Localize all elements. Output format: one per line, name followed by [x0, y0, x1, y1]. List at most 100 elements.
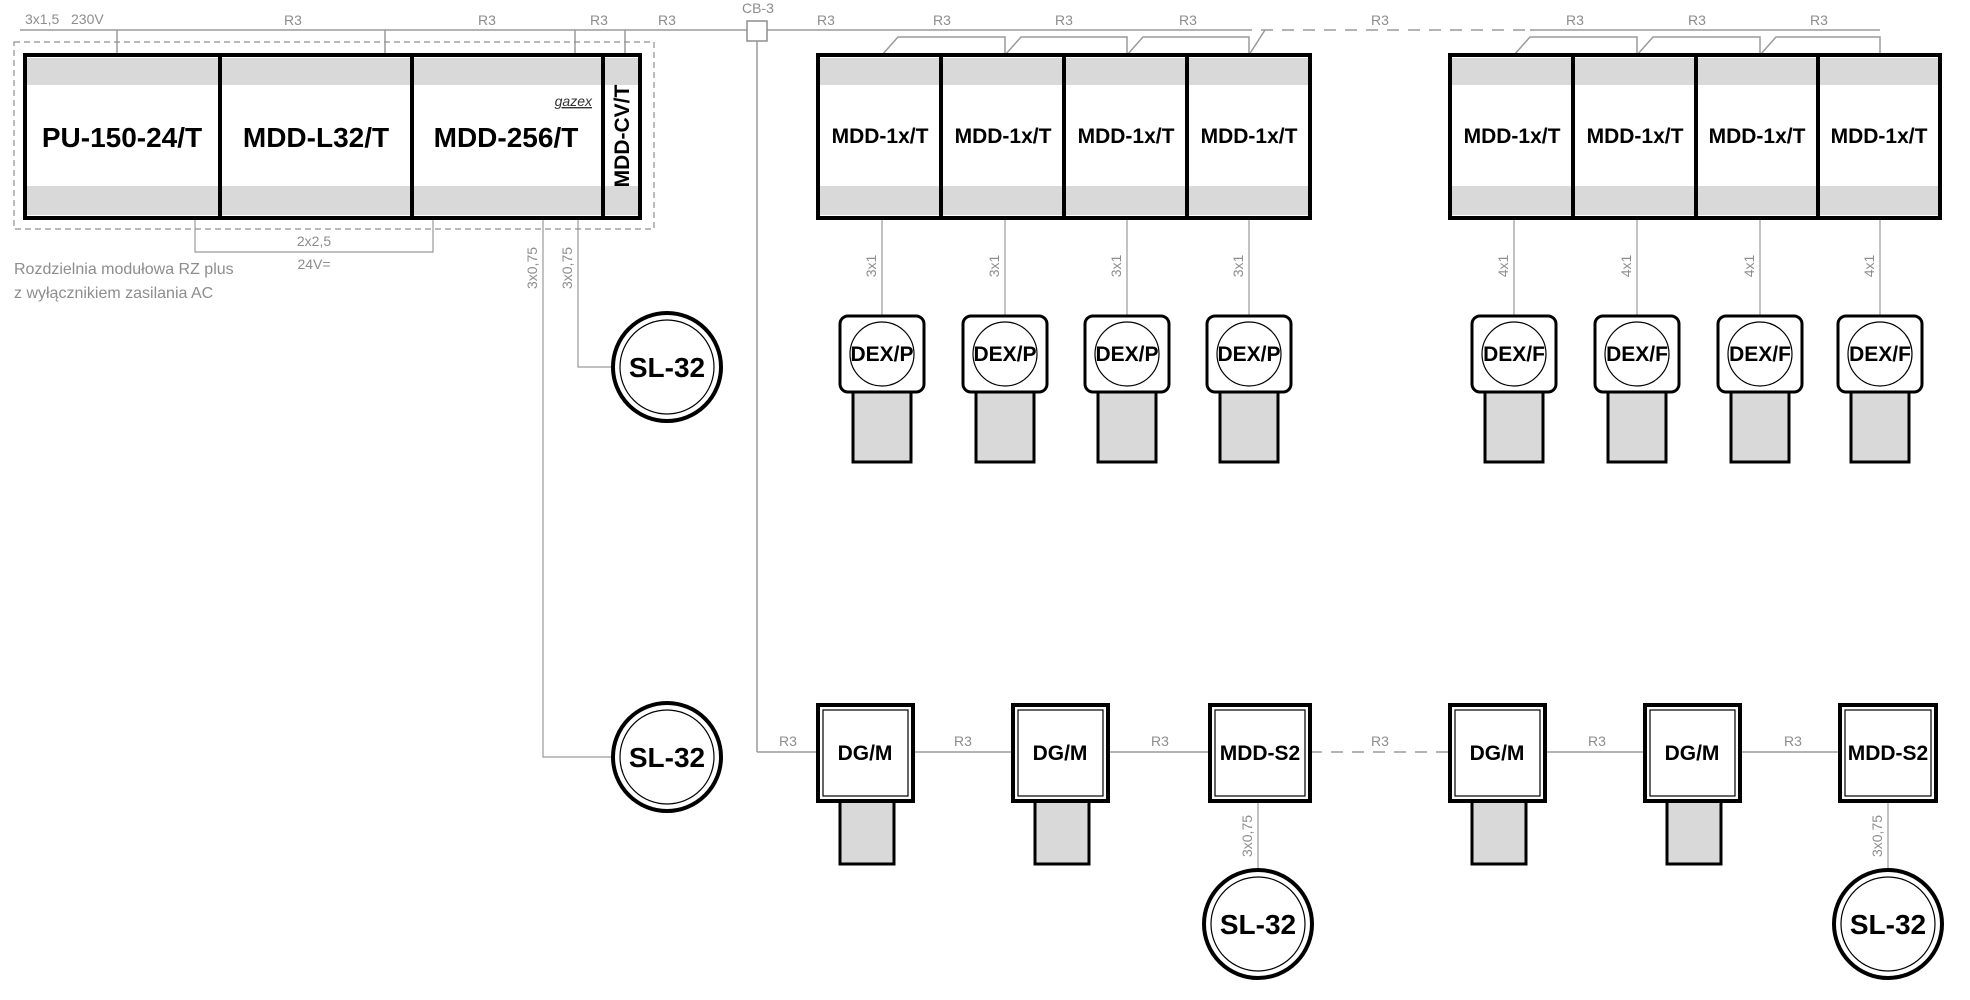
dex-f-detectors: DEX/F DEX/F DEX/F DEX/F: [1470, 314, 1924, 464]
bus-label-r3: R3: [284, 12, 302, 28]
dex-f-2-ring: [1604, 321, 1670, 387]
mdds2-2-label: MDD-S2: [1848, 742, 1929, 765]
sl32-1-inner: [619, 319, 715, 415]
detector-cable-label: 4x1: [1618, 255, 1634, 278]
dgm-2-sensor: [1033, 798, 1091, 866]
dex-p-2-ring: [972, 321, 1038, 387]
junction-box: [746, 20, 768, 42]
mdds2-1-label: MDD-S2: [1220, 742, 1301, 765]
bus-label-r3: R3: [1566, 12, 1584, 28]
sounder-sl32-4: SL-32: [1832, 868, 1944, 980]
sounder-wire-upper: [577, 218, 612, 368]
dex-f-4-ring: [1847, 321, 1913, 387]
sounder-wire-lower: [542, 218, 612, 758]
supply-wire: [194, 218, 434, 253]
bus-label-r3: R3: [779, 733, 797, 749]
bus-label-r3: R3: [658, 12, 676, 28]
module-mdd-cv: MDD-CV/T: [611, 85, 634, 188]
dgm-1-sensor: [838, 798, 896, 866]
dex-p-4-ring: [1216, 321, 1282, 387]
gazex-logo: gazex: [555, 93, 593, 109]
junction-label: CB-3: [742, 0, 774, 16]
sounder-cable-label: 3x0,75: [559, 247, 575, 289]
dgm-4-sensor: [1665, 798, 1723, 866]
module-g1-1: MDD-1x/T: [832, 125, 929, 148]
detector-dex-f-1: DEX/F: [1470, 314, 1558, 464]
bus-label-r3: R3: [1055, 12, 1073, 28]
dex-f-1-label: DEX/F: [1483, 343, 1545, 366]
detector-cable-label: 3x1: [863, 255, 879, 278]
module-g1-2: MDD-1x/T: [955, 125, 1052, 148]
rz-dashed-outline: [13, 41, 655, 230]
rz-band-top: [27, 58, 638, 85]
module-g2-2: MDD-1x/T: [1587, 125, 1684, 148]
detector-dex-p-4: DEX/P: [1205, 314, 1293, 464]
tap-g1-2: [1004, 36, 1128, 56]
device-dgm-1: DG/M: [816, 703, 915, 866]
dgm-3-inner: [1454, 709, 1541, 797]
dex-p-4-label: DEX/P: [1217, 343, 1280, 366]
tap-g2-1: [1513, 36, 1638, 56]
detector-cable-label: 4x1: [1495, 255, 1511, 278]
dgm-4-inner: [1649, 709, 1736, 797]
sl32-2-inner: [619, 709, 715, 805]
module-g1-3: MDD-1x/T: [1078, 125, 1175, 148]
module-pu-150: PU-150-24/T: [42, 122, 202, 153]
device-dgm-2: DG/M: [1011, 703, 1110, 866]
dex-p-3-label: DEX/P: [1095, 343, 1158, 366]
module-g2-3: MDD-1x/T: [1709, 125, 1806, 148]
bus-label-r3: R3: [590, 12, 608, 28]
power-voltage-label: 230V: [71, 11, 104, 27]
detector-stems: [881, 218, 1889, 870]
cable-labels: 3x1,5 230V R3 R3 R3 R3 R3 R3 R3 R3 R3 R3…: [25, 11, 1885, 857]
device-mdd-s2-1: MDD-S2: [1208, 703, 1312, 803]
bus-label-r3: R3: [1179, 12, 1197, 28]
sounder-wiring: [542, 218, 612, 758]
sl32-4-label: SL-32: [1850, 909, 1926, 940]
detector-cable-label: 3x1: [986, 255, 1002, 278]
detector-cable-label: 3x1: [1230, 255, 1246, 278]
dex-p-2-label: DEX/P: [973, 343, 1036, 366]
dex-p-1-ring: [849, 321, 915, 387]
sounder-sl32-2: SL-32: [611, 701, 723, 813]
rz-caption-line2: z wyłącznikiem zasilania AC: [14, 285, 213, 302]
dex-p-detectors: DEX/P DEX/P DEX/P DEX/P: [838, 314, 1293, 464]
dex-p-3-sensor: [1096, 388, 1158, 464]
junction-cb3: CB-3: [742, 0, 774, 42]
sl32-3-inner: [1210, 876, 1306, 972]
device-dgm-3: DG/M: [1448, 703, 1547, 866]
bus-label-r3: R3: [1810, 12, 1828, 28]
dex-p-3-ring: [1094, 321, 1160, 387]
dex-f-4-label: DEX/F: [1849, 343, 1911, 366]
detector-cable-label: 4x1: [1741, 255, 1757, 278]
detector-dex-p-2: DEX/P: [961, 314, 1049, 464]
power-cable-label: 3x1,5: [25, 11, 59, 27]
sounder-cable-label: 3x0,75: [1239, 815, 1255, 857]
bus-label-r3: R3: [954, 733, 972, 749]
sounder-cable-label: 3x0,75: [1869, 815, 1885, 857]
dgm-2-label: DG/M: [1033, 742, 1088, 765]
dgm-1-inner: [822, 709, 909, 797]
dgm-3-label: DG/M: [1470, 742, 1525, 765]
sounders: SL-32 SL-32 SL-32 SL-32: [611, 311, 1944, 980]
bus-label-r3: R3: [1588, 733, 1606, 749]
sounder-sl32-3: SL-32: [1202, 868, 1314, 980]
dex-f-3-ring: [1727, 321, 1793, 387]
dgm-4-label: DG/M: [1665, 742, 1720, 765]
device-dgm-4: DG/M: [1643, 703, 1742, 866]
dgm-2-inner: [1017, 709, 1104, 797]
supply-cable-label: 2x2,5: [297, 233, 331, 249]
detector-cable-label: 3x1: [1108, 255, 1124, 278]
bus-label-r3: R3: [1371, 12, 1389, 28]
detector-dex-p-1: DEX/P: [838, 314, 926, 464]
detector-dex-f-4: DEX/F: [1836, 314, 1924, 464]
sl32-4-inner: [1840, 876, 1936, 972]
dex-f-1-ring: [1481, 321, 1547, 387]
module-g1-4: MDD-1x/T: [1201, 125, 1298, 148]
detector-cable-label: 4x1: [1861, 255, 1877, 278]
dex-p-2-sensor: [974, 388, 1036, 464]
module-mdd-l32: MDD-L32/T: [243, 122, 389, 153]
dex-f-2-sensor: [1606, 388, 1668, 464]
rz-band-bottom: [27, 186, 638, 215]
